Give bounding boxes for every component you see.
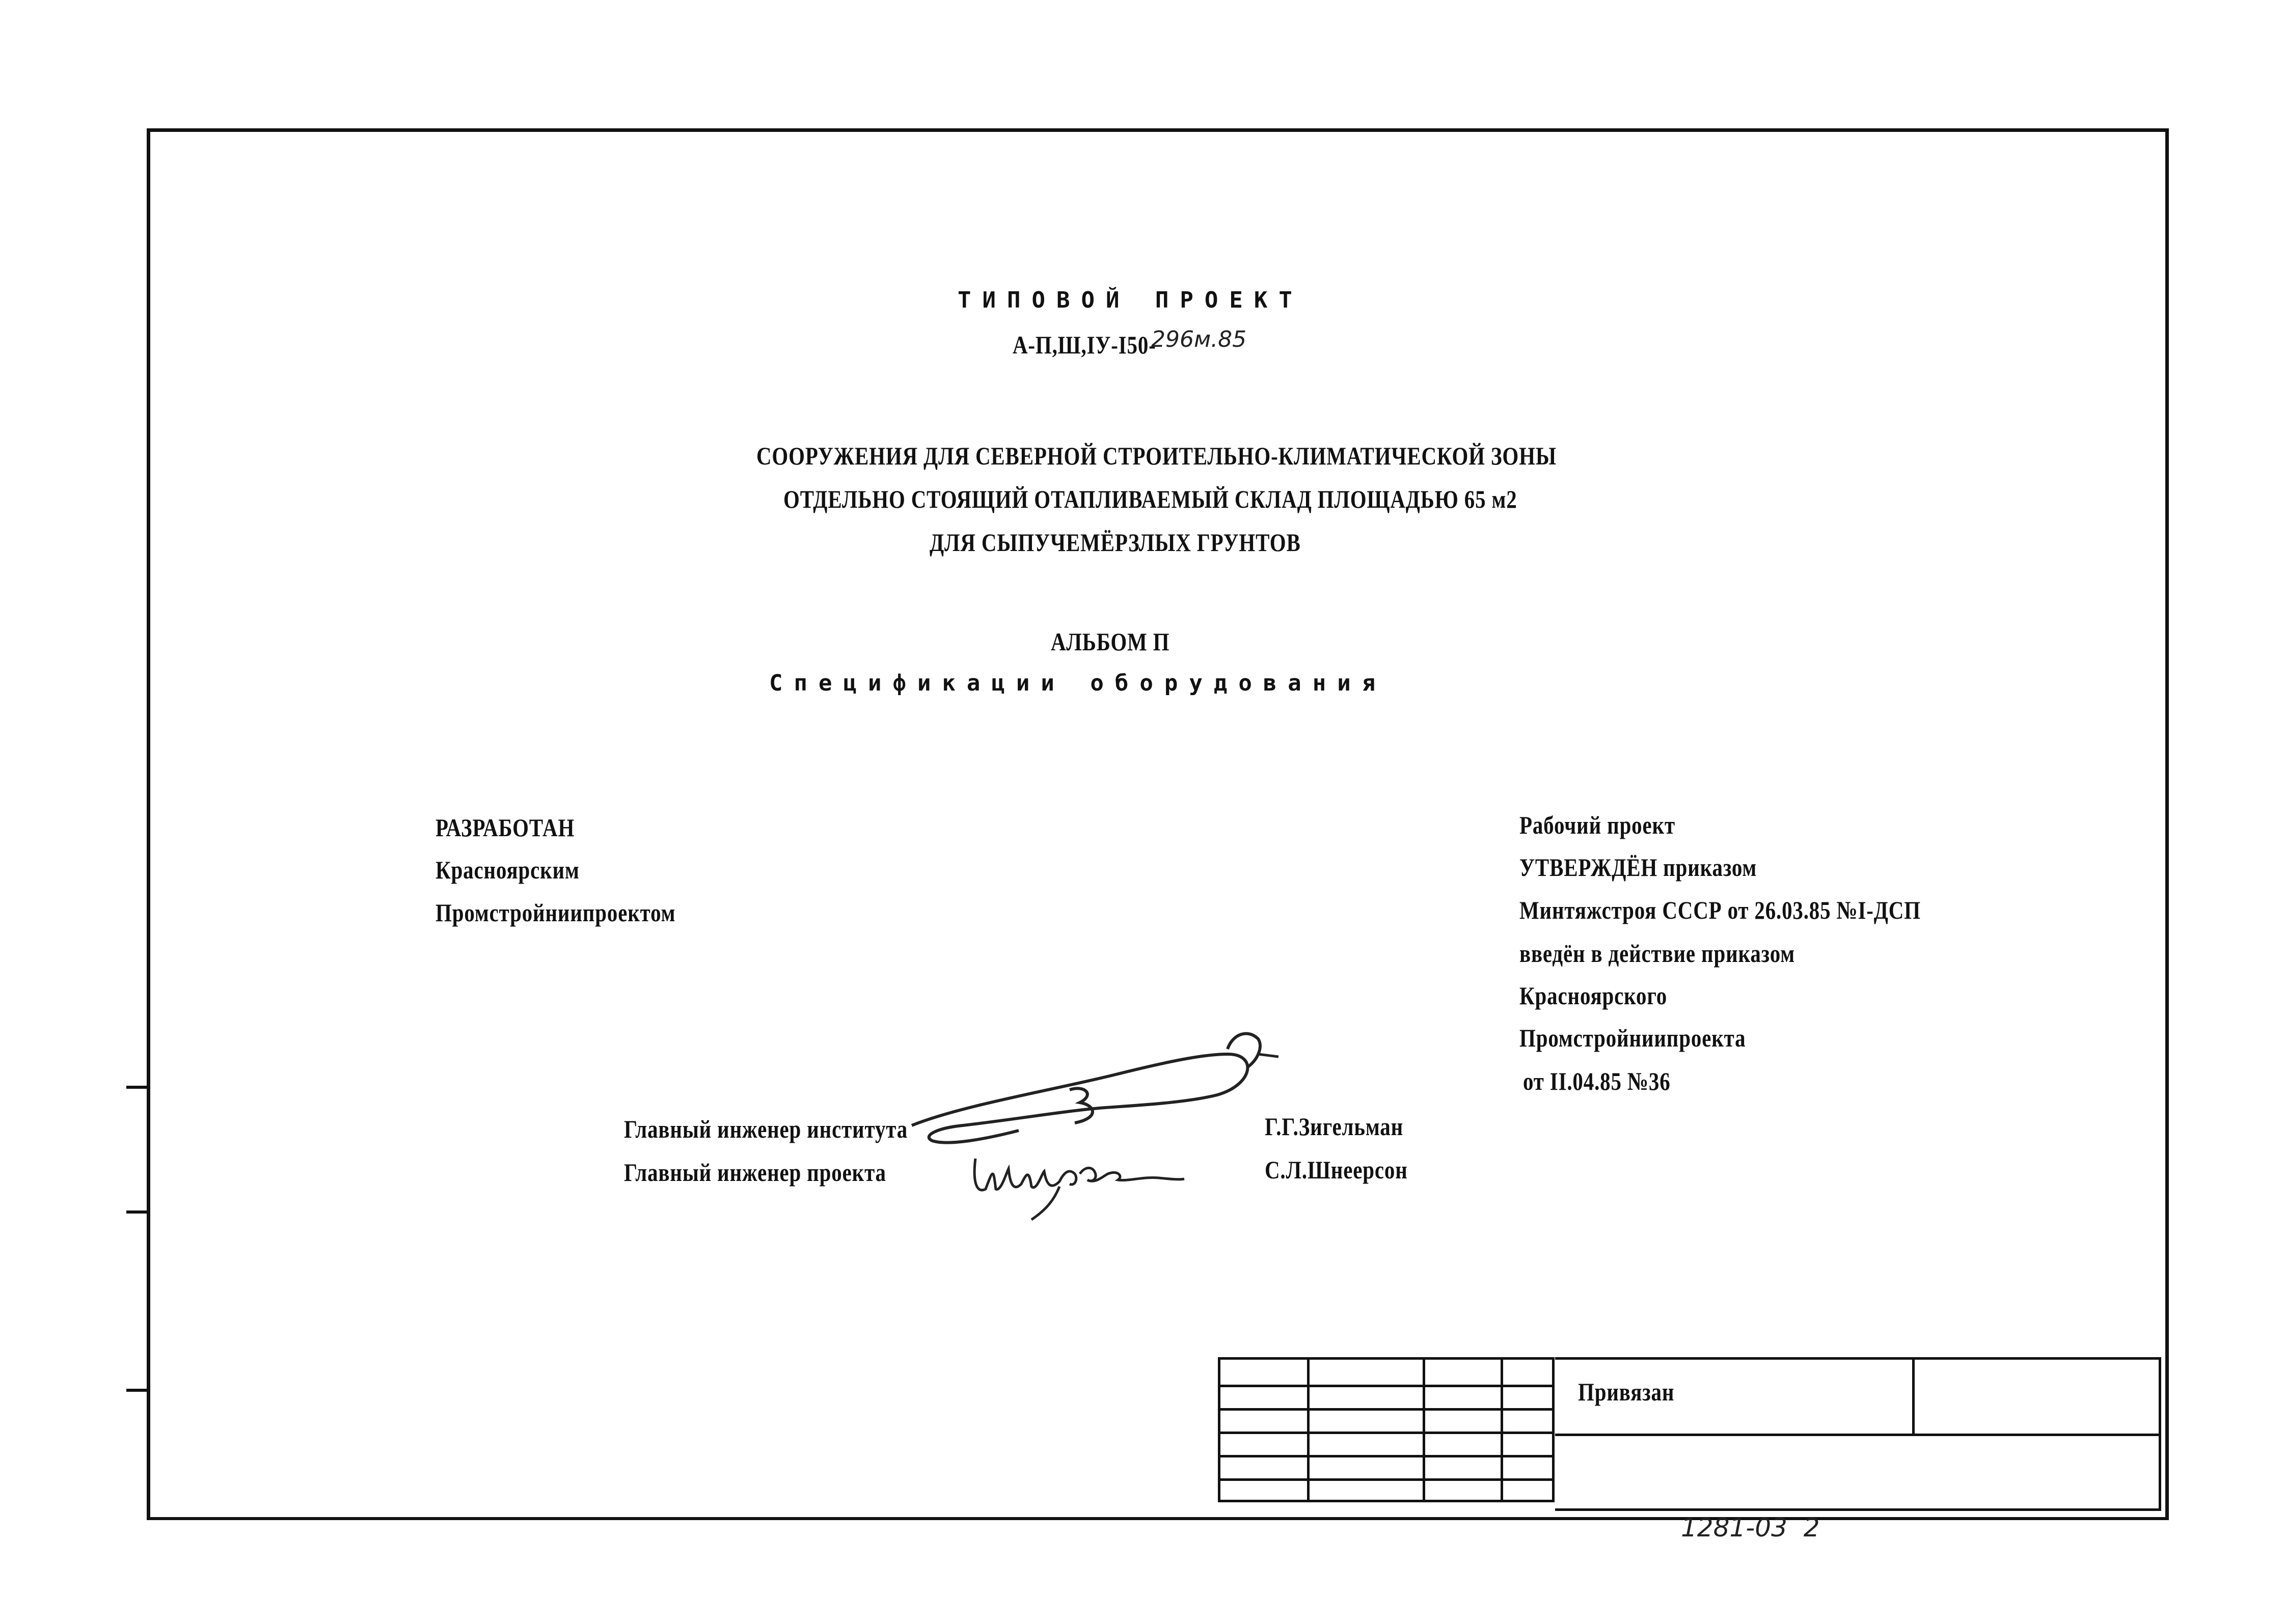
- stamp-divider: [1912, 1360, 1915, 1434]
- signature-role-1: Главный инженер института: [624, 1115, 908, 1143]
- developer-line-1: Красноярским: [436, 856, 580, 884]
- stamp-row: [1555, 1360, 2159, 1436]
- approval-line-7: от II.04.85 №36: [1523, 1067, 1671, 1095]
- sheet-number-handwritten: 1281-03 2: [1681, 1513, 1820, 1543]
- signature-role-2: Главный инженер проекта: [624, 1158, 886, 1187]
- approval-line-1: Рабочий проект: [1519, 811, 1675, 839]
- subject-line-1: СООРУЖЕНИЯ ДЛЯ СЕВЕРНОЙ СТРОИТЕЛЬНО-КЛИМ…: [756, 442, 1557, 470]
- signature-name-1: Г.Г.Зигельман: [1265, 1112, 1404, 1141]
- stamp-info-block: [1555, 1357, 2161, 1511]
- signature-name-2: С.Л.Шнеерсон: [1265, 1155, 1408, 1184]
- approval-line-5: Красноярского: [1519, 981, 1668, 1010]
- margin-tick: [126, 1389, 148, 1392]
- developer-line-2: Промстройниипроектом: [436, 898, 676, 927]
- subject-line-3: ДЛЯ СЫПУЧЕМЁРЗЛЫХ ГРУНТОВ: [930, 528, 1301, 557]
- album-title: Спецификации оборудования: [769, 670, 1387, 696]
- project-code-handwritten: 296м.85: [1151, 326, 1247, 352]
- signature-chief-engineer-project: [973, 1158, 1185, 1221]
- subject-line-2: ОТДЕЛЬНО СТОЯЩИЙ ОТАПЛИВАЕМЫЙ СКЛАД ПЛОЩ…: [783, 485, 1517, 513]
- signature-chief-engineer-institute: [911, 1032, 1279, 1144]
- stamp-linked-label: Привязан: [1578, 1378, 1675, 1406]
- approval-line-3: Минтяжстроя СССР от 26.03.85 №I-ДСП: [1519, 896, 1921, 924]
- project-code-printed: А-П,Ш,IУ-I50-: [1013, 331, 1156, 359]
- album-label: АЛЬБОМ П: [1051, 627, 1170, 656]
- stamp-grid: [1218, 1357, 1555, 1502]
- margin-tick: [126, 1210, 148, 1214]
- approval-line-6: Промстройниипроекта: [1519, 1024, 1746, 1052]
- approval-line-4: введён в действие приказом: [1519, 939, 1795, 968]
- document-type-title: ТИПОВОЙ ПРОЕКТ: [958, 287, 1303, 313]
- margin-tick: [126, 1086, 148, 1089]
- approval-line-2: УТВЕРЖДЁН приказом: [1519, 853, 1757, 882]
- drawing-frame: [147, 128, 2169, 1520]
- developed-by-label: РАЗРАБОТАН: [436, 813, 575, 842]
